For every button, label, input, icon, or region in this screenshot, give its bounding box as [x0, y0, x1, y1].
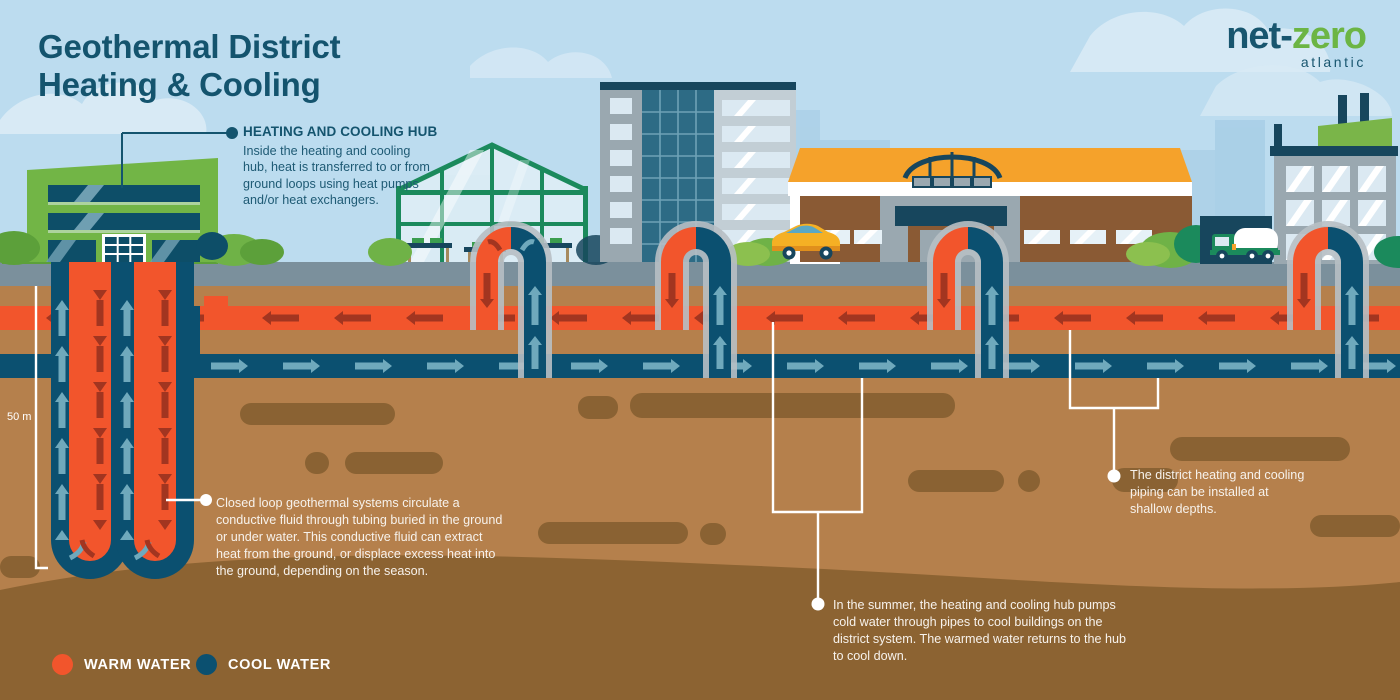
- legend-dot-warm: [52, 654, 73, 675]
- callout-closed-loop-body: Closed loop geothermal systems circulate…: [216, 496, 503, 578]
- ground-surface-strip: [0, 262, 1400, 286]
- callout-summer-operation: In the summer, the heating and cooling h…: [833, 597, 1138, 665]
- leader-shallow-dot: [1107, 469, 1121, 483]
- leader-summer-dot: [811, 597, 825, 611]
- depth-marker-label: 50 m: [7, 411, 32, 423]
- callout-hub-body: Inside the heating and cooling hub, heat…: [243, 144, 430, 208]
- logo-part-zero: zero: [1291, 15, 1367, 57]
- logo-subtitle: atlantic: [1300, 54, 1366, 70]
- leader-hub: [121, 132, 232, 188]
- legend-bar-background: [0, 638, 1400, 700]
- borehole1-down-arrows: [79, 290, 107, 559]
- borehole-loop-1: [51, 262, 129, 579]
- callout-hub-heading: HEATING AND COOLING HUB: [243, 124, 438, 139]
- riser-civic: [927, 221, 1009, 378]
- callout-shallow-body: The district heating and cooling piping …: [1130, 468, 1305, 516]
- brand-logo[interactable]: net-zero atlantic: [1226, 15, 1367, 70]
- legend-dot-cool: [196, 654, 217, 675]
- legend-label-cool: COOL WATER: [228, 656, 331, 673]
- heating-cooling-hub-building: [2, 158, 218, 264]
- legend-item-cool-water: COOL WATER: [196, 654, 331, 675]
- callout-shallow-depth: The district heating and cooling piping …: [1130, 467, 1310, 518]
- bush-group-left: [0, 231, 284, 266]
- logo-part-net: net-: [1226, 15, 1293, 57]
- logo-wordmark: net-zero: [1226, 15, 1367, 57]
- riser-greenhouse: [470, 221, 552, 378]
- leader-closed-loop-dot: [200, 494, 212, 506]
- callout-heating-cooling-hub: HEATING AND COOLING HUB Inside the heati…: [243, 124, 438, 209]
- page-title: Geothermal District Heating & Cooling: [38, 28, 341, 104]
- callout-summer-body: In the summer, the heating and cooling h…: [833, 598, 1127, 663]
- leader-shallow: [1068, 330, 1160, 476]
- leader-summer: [771, 322, 864, 604]
- riser-tower: [655, 221, 737, 378]
- leader-hub-dot: [226, 127, 238, 139]
- cool-distribution-pipe: [0, 354, 1400, 378]
- rock-group: [0, 393, 1400, 578]
- tower-side-windows: [610, 98, 632, 244]
- yellow-car: [726, 223, 840, 266]
- page-title-line1: Geothermal District: [38, 28, 341, 65]
- legend-item-warm-water: WARM WATER: [52, 654, 191, 675]
- riser-industrial: [1287, 221, 1369, 378]
- legend: WARM WATER COOL WATER: [0, 638, 1400, 700]
- roof-truss: [902, 152, 1003, 188]
- callout-closed-loop: Closed loop geothermal systems circulate…: [216, 495, 508, 580]
- depth-bracket: [34, 286, 48, 570]
- borehole-loop-2: [116, 262, 194, 579]
- tower-window-rows: [722, 100, 790, 246]
- legend-label-warm: WARM WATER: [84, 656, 192, 673]
- delivery-truck: [1210, 228, 1280, 262]
- page-title-line2: Heating & Cooling: [38, 66, 321, 103]
